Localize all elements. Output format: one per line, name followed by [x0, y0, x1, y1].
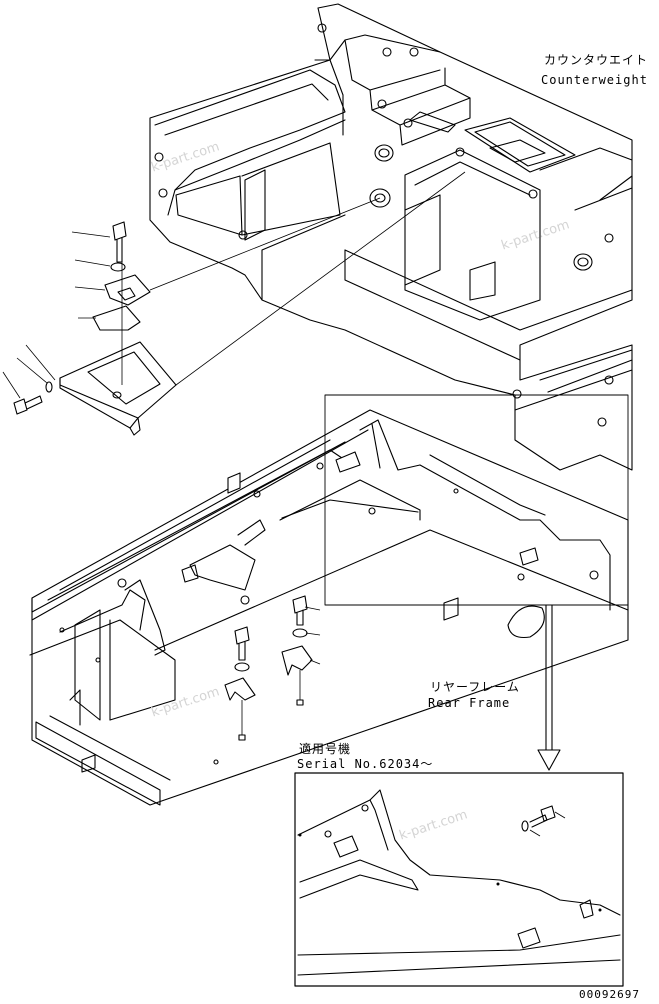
- counterweight-label-en: Counterweight: [541, 73, 648, 87]
- clamp-plate-upper: [104, 274, 151, 306]
- side-washer-part: [45, 381, 53, 393]
- drawing-number: 00092697: [579, 988, 640, 1001]
- counterweight-assembly: [149, 3, 633, 471]
- bolt-part: [112, 221, 127, 263]
- side-bolt-part: [13, 395, 43, 415]
- serial-label-en: Serial No.62034～: [297, 757, 434, 771]
- bolt-stack-left: [224, 626, 256, 741]
- detail-arrow: [537, 604, 561, 771]
- washer-part: [110, 262, 126, 272]
- exploded-parts: [2, 171, 466, 436]
- detail-inset: [294, 772, 624, 987]
- rear-frame-assembly: [29, 394, 629, 806]
- rear-frame-holes: [59, 462, 599, 765]
- rear-frame-label-en: Rear Frame: [428, 696, 511, 710]
- bolt-stack-right: [281, 595, 313, 706]
- counterweight-label-jp: カウンタウエイト: [544, 53, 649, 67]
- clamp-plate-lower: [92, 305, 141, 331]
- base-plate: [59, 341, 177, 436]
- part-callout-lines: [2, 231, 111, 399]
- rear-frame-label-jp: リヤーフレーム: [430, 680, 520, 694]
- detail-area-box: [324, 394, 629, 606]
- counterweight-bolt-holes: [154, 23, 614, 427]
- serial-label-jp: 適用号機: [299, 742, 352, 756]
